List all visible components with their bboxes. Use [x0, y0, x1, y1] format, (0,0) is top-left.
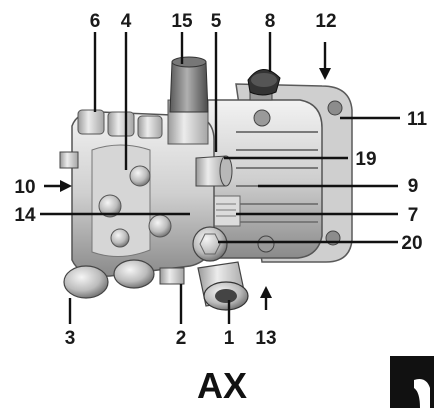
- side-fitting: [59, 151, 79, 169]
- label-9: 9: [408, 176, 419, 197]
- inlet-coupling: [197, 261, 249, 311]
- arrow-12-icon: [319, 42, 331, 80]
- drain-plug: [192, 226, 228, 262]
- label-14: 14: [14, 205, 36, 226]
- label-3: 3: [65, 328, 76, 349]
- unloader-valve: [167, 56, 209, 145]
- label-5: 5: [211, 11, 222, 32]
- page-corner-tab: [390, 356, 434, 408]
- label-11: 11: [407, 109, 428, 130]
- label-4: 4: [121, 11, 132, 32]
- label-12: 12: [315, 11, 336, 32]
- model-title: AX: [197, 365, 247, 406]
- label-7: 7: [408, 205, 419, 226]
- label-15: 15: [171, 11, 193, 32]
- arrow-10-icon: [44, 180, 72, 192]
- leader-lines: [40, 32, 400, 324]
- label-6: 6: [90, 11, 101, 32]
- arrow-13-icon: [260, 286, 272, 310]
- callout-labels: 6 4 15 5 8 12 11 19 9 7 20 10 14 3 2 1 1…: [14, 11, 427, 349]
- label-19: 19: [355, 149, 376, 170]
- flow-arrows: [44, 42, 331, 310]
- outlet-fitting: [195, 155, 233, 187]
- label-2: 2: [176, 328, 187, 349]
- pump-head: [71, 111, 215, 277]
- pump-illustration: [59, 56, 353, 311]
- bypass-fitting: [159, 267, 185, 285]
- label-1: 1: [224, 328, 235, 349]
- valve-caps: [77, 109, 163, 139]
- lower-caps: [63, 259, 155, 299]
- label-8: 8: [265, 11, 276, 32]
- label-13: 13: [255, 328, 276, 349]
- label-20: 20: [401, 233, 422, 254]
- label-10: 10: [14, 177, 35, 198]
- oil-cap: [247, 69, 281, 101]
